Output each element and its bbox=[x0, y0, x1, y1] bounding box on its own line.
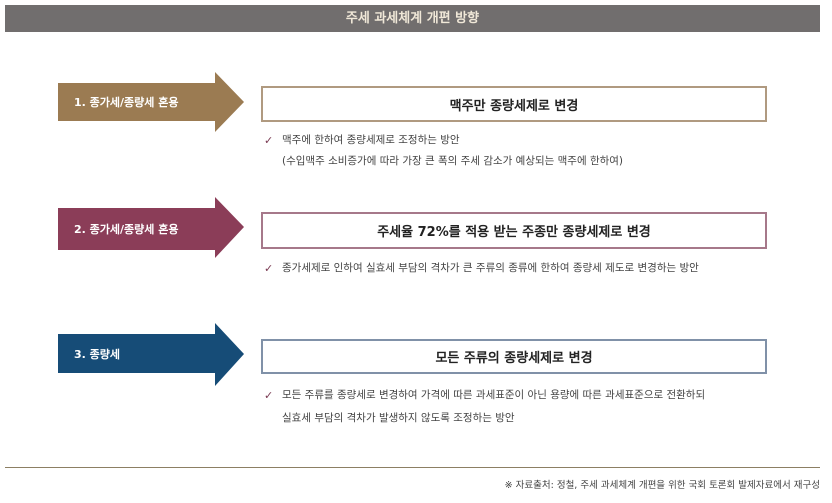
bullet-line: 모든 주류를 종량세로 변경하여 가격에 따른 과세표준이 아닌 용량에 따른 … bbox=[282, 389, 706, 401]
check-icon: ✓ bbox=[264, 262, 274, 275]
arrow-1: 1. 종가세/종량세 혼용 bbox=[58, 72, 244, 132]
arrow-label-2: 2. 종가세/종량세 혼용 bbox=[74, 223, 179, 236]
arrow-label-3: 3. 종량세 bbox=[74, 348, 121, 361]
bullet-line: (수입맥주 소비증가에 따라 가장 큰 폭의 주세 감소가 예상되는 맥주에 한… bbox=[282, 155, 624, 167]
page-title: 주세 과세체계 개편 방향 bbox=[5, 5, 820, 32]
bullet-line: 맥주에 한하여 종량세제로 조정하는 방안 bbox=[282, 134, 460, 146]
heading-box-1: 맥주만 종량세제로 변경 bbox=[261, 86, 767, 122]
footer-divider bbox=[5, 467, 820, 468]
source-note: ※ 자료출처: 정철, 주세 과세체계 개편을 위한 국회 토론회 발제자료에서… bbox=[504, 480, 820, 491]
check-icon: ✓ bbox=[264, 389, 274, 402]
arrow-2: 2. 종가세/종량세 혼용 bbox=[58, 197, 244, 258]
bullet-line: 종가세제로 인하여 실효세 부담의 격차가 큰 주류의 종류에 한하여 종량세 … bbox=[282, 262, 699, 274]
check-icon: ✓ bbox=[264, 134, 274, 147]
arrow-label-1: 1. 종가세/종량세 혼용 bbox=[74, 96, 179, 109]
arrow-3: 3. 종량세 bbox=[58, 323, 244, 386]
heading-box-3: 모든 주류의 종량세제로 변경 bbox=[261, 339, 767, 374]
bullets-1: ✓ 맥주에 한하여 종량세제로 조정하는 방안 (수입맥주 소비증가에 따라 가장… bbox=[264, 130, 623, 172]
bullets-3: ✓ 모든 주류를 종량세로 변경하여 가격에 따른 과세표준이 아닌 용량에 따… bbox=[264, 384, 705, 430]
heading-box-2: 주세율 72%를 적용 받는 주종만 종량세제로 변경 bbox=[261, 212, 767, 249]
bullets-2: ✓ 종가세제로 인하여 실효세 부담의 격차가 큰 주류의 종류에 한하여 종량… bbox=[264, 258, 699, 279]
bullet-line: 실효세 부담의 격차가 발생하지 않도록 조정하는 방안 bbox=[282, 412, 515, 424]
